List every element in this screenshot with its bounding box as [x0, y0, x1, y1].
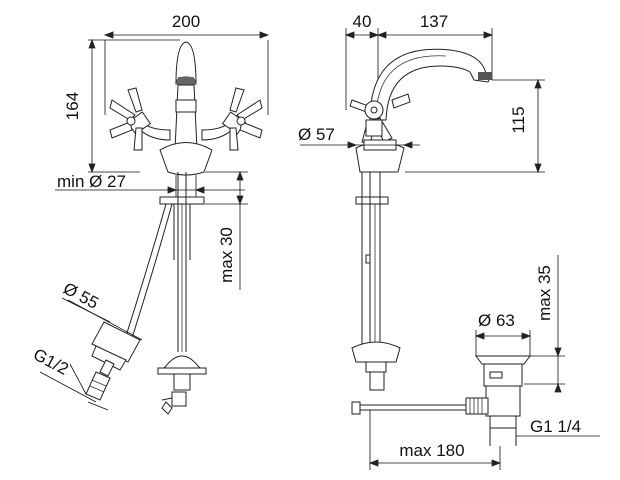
- drain-diameter-label: Ø 63: [478, 311, 515, 330]
- hose-fitting: [85, 321, 141, 401]
- height-label: 164: [63, 92, 82, 120]
- depth-b-label: 137: [420, 12, 448, 31]
- hole-label: min Ø 27: [57, 172, 126, 191]
- side-view: 40 137 Ø 57: [298, 12, 600, 470]
- thickness-dimension: max 30: [205, 170, 248, 290]
- side-shank: [355, 172, 389, 345]
- side-height-dimension: 115: [405, 78, 545, 174]
- faucet-body: [159, 41, 213, 176]
- drain-thread-dimension: G1 1/4: [516, 417, 600, 437]
- rod-length-label: max 180: [399, 441, 464, 460]
- depth-a-label: 40: [353, 12, 372, 31]
- front-view: 200 164: [30, 12, 270, 415]
- flex-hose: [125, 203, 173, 339]
- mounting-shank: [159, 172, 205, 352]
- base-diameter-dimension: Ø 57: [298, 125, 420, 149]
- base-diameter-label: Ø 57: [298, 125, 335, 144]
- width-label: 200: [172, 12, 200, 31]
- drain-assembly: [465, 355, 531, 446]
- thread-label: G1/2: [30, 345, 71, 379]
- lower-connector: [157, 355, 207, 415]
- side-height-label: 115: [509, 106, 528, 133]
- side-lower-fitting: [351, 341, 470, 415]
- drain-diameter-dimension: Ø 63: [474, 311, 532, 356]
- drain-thread-label: G1 1/4: [530, 417, 581, 436]
- width-dimension: 200: [103, 12, 270, 115]
- right-cross-handle: [201, 87, 263, 151]
- drain-height-dimension: max 35: [524, 255, 565, 393]
- side-spout: [369, 48, 492, 121]
- drain-height-label: max 35: [535, 265, 554, 321]
- rod-length-dimension: max 180: [368, 410, 502, 470]
- hole-dimension: min Ø 27: [55, 172, 245, 200]
- left-cross-handle: [109, 87, 171, 151]
- height-dimension: 164: [63, 38, 180, 174]
- depth-dimension: 40 137: [344, 12, 494, 110]
- thickness-label: max 30: [217, 227, 236, 283]
